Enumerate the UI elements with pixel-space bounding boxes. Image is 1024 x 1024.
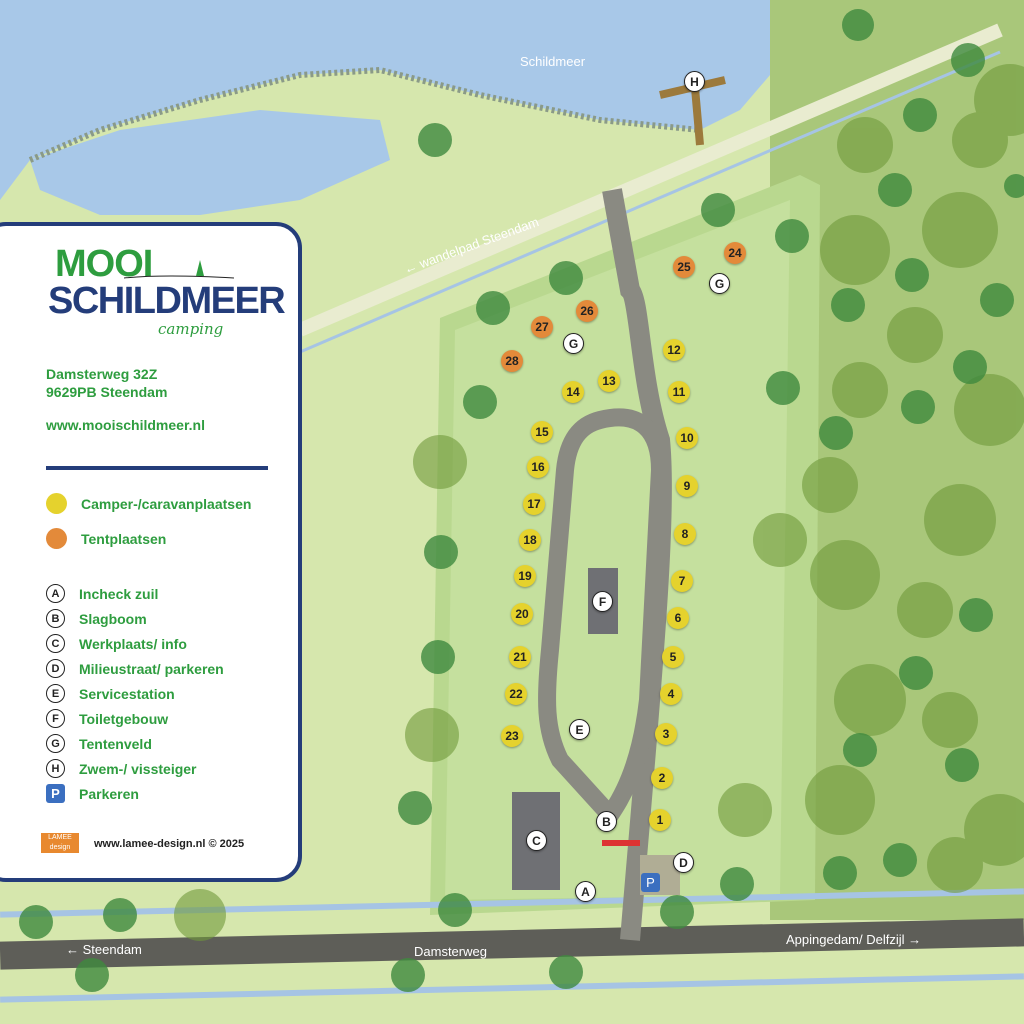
- legend-key-icon: H: [46, 759, 65, 778]
- camper-pitch-marker[interactable]: 14: [562, 381, 584, 403]
- legend-item: A Incheck zuil: [46, 584, 158, 603]
- legend-label: Zwem-/ vissteiger: [79, 760, 197, 777]
- legend-dot-icon: [46, 528, 67, 549]
- legend-label: Toiletgebouw: [79, 710, 169, 727]
- lake-label: Schildmeer: [520, 54, 586, 69]
- legend-item: P Parkeren: [46, 784, 139, 803]
- facility-marker-c[interactable]: C: [526, 830, 547, 851]
- legend-key-icon: D: [46, 659, 65, 678]
- legend-item: F Toiletgebouw: [46, 709, 168, 728]
- legend-item: H Zwem-/ vissteiger: [46, 759, 197, 778]
- divider: [46, 466, 268, 470]
- camper-pitch-marker[interactable]: 17: [523, 493, 545, 515]
- facility-marker-d[interactable]: D: [673, 852, 694, 873]
- legend-item: B Slagboom: [46, 609, 147, 628]
- tent-pitch-marker[interactable]: 25: [673, 256, 695, 278]
- legend-dot-icon: [46, 493, 67, 514]
- camper-pitch-marker[interactable]: 21: [509, 646, 531, 668]
- address-line1: Damsterweg 32Z: [46, 366, 158, 382]
- legend-item: Tentplaatsen: [46, 528, 166, 549]
- road-label: Damsterweg: [414, 944, 487, 959]
- legend-item: D Milieustraat/ parkeren: [46, 659, 224, 678]
- legend-label: Camper-/caravanplaatsen: [81, 495, 252, 512]
- parking-marker[interactable]: P: [641, 873, 660, 892]
- credit: www.lamee-design.nl © 2025: [94, 838, 245, 850]
- camper-pitch-marker[interactable]: 13: [598, 370, 620, 392]
- logo-sub: camping: [158, 320, 224, 338]
- legend-key-icon: E: [46, 684, 65, 703]
- facility-marker-a[interactable]: A: [575, 881, 596, 902]
- camper-pitch-marker[interactable]: 5: [662, 646, 684, 668]
- legend-item: Camper-/caravanplaatsen: [46, 493, 251, 514]
- camper-pitch-marker[interactable]: 19: [514, 565, 536, 587]
- camper-pitch-marker[interactable]: 1: [649, 809, 671, 831]
- tent-pitch-marker[interactable]: 28: [501, 350, 523, 372]
- tent-pitch-marker[interactable]: 24: [724, 242, 746, 264]
- legend-label: Incheck zuil: [79, 585, 159, 602]
- legend-item: C Werkplaats/ info: [46, 634, 187, 653]
- camper-pitch-marker[interactable]: 9: [676, 475, 698, 497]
- legend-label: Werkplaats/ info: [79, 635, 187, 652]
- legend-label: Slagboom: [79, 610, 147, 627]
- facility-marker-e[interactable]: E: [569, 719, 590, 740]
- east-direction-label: Appingedam/ Delfzijl →: [786, 932, 922, 947]
- camper-pitch-marker[interactable]: 22: [505, 683, 527, 705]
- camper-pitch-marker[interactable]: 18: [519, 529, 541, 551]
- camper-pitch-marker[interactable]: 7: [671, 570, 693, 592]
- camper-pitch-marker[interactable]: 15: [531, 421, 553, 443]
- lake: [0, 0, 820, 200]
- legend-label: Milieustraat/ parkeren: [79, 660, 224, 677]
- designer-logo: LAMEE design: [41, 833, 79, 853]
- sailboat-wave-icon: [124, 260, 234, 279]
- legend-label: Parkeren: [79, 785, 139, 802]
- facility-marker-h[interactable]: H: [684, 71, 705, 92]
- legend-item: E Servicestation: [46, 684, 175, 703]
- legend-item: G Tentenveld: [46, 734, 152, 753]
- logo-main: SCHILDMEER: [48, 280, 286, 322]
- tent-pitch-marker[interactable]: 27: [531, 316, 553, 338]
- legend-key-icon: G: [46, 734, 65, 753]
- legend-label: Tentenveld: [79, 735, 152, 752]
- camper-pitch-marker[interactable]: 2: [651, 767, 673, 789]
- camper-pitch-marker[interactable]: 12: [663, 339, 685, 361]
- facility-marker-b[interactable]: B: [596, 811, 617, 832]
- facility-marker-g[interactable]: G: [563, 333, 584, 354]
- legend-key-icon: A: [46, 584, 65, 603]
- camper-pitch-marker[interactable]: 6: [667, 607, 689, 629]
- facility-marker-g[interactable]: G: [709, 273, 730, 294]
- camper-pitch-marker[interactable]: 23: [501, 725, 523, 747]
- west-direction-label: ← Steendam: [66, 942, 142, 957]
- camper-pitch-marker[interactable]: 4: [660, 683, 682, 705]
- camper-pitch-marker[interactable]: 11: [668, 381, 690, 403]
- legend-key-icon: F: [46, 709, 65, 728]
- parking-icon: P: [46, 784, 65, 803]
- legend-label: Tentplaatsen: [81, 530, 167, 547]
- legend-key-icon: C: [46, 634, 65, 653]
- website-link[interactable]: www.mooischildmeer.nl: [46, 417, 205, 433]
- address-line2: 9629PB Steendam: [46, 384, 168, 400]
- legend-key-icon: B: [46, 609, 65, 628]
- camper-pitch-marker[interactable]: 3: [655, 723, 677, 745]
- camper-pitch-marker[interactable]: 20: [511, 603, 533, 625]
- legend-label: Servicestation: [79, 685, 175, 702]
- tent-pitch-marker[interactable]: 26: [576, 300, 598, 322]
- facility-marker-f[interactable]: F: [592, 591, 613, 612]
- camper-pitch-marker[interactable]: 10: [676, 427, 698, 449]
- camper-pitch-marker[interactable]: 8: [674, 523, 696, 545]
- lake-inlet: [30, 110, 390, 215]
- camper-pitch-marker[interactable]: 16: [527, 456, 549, 478]
